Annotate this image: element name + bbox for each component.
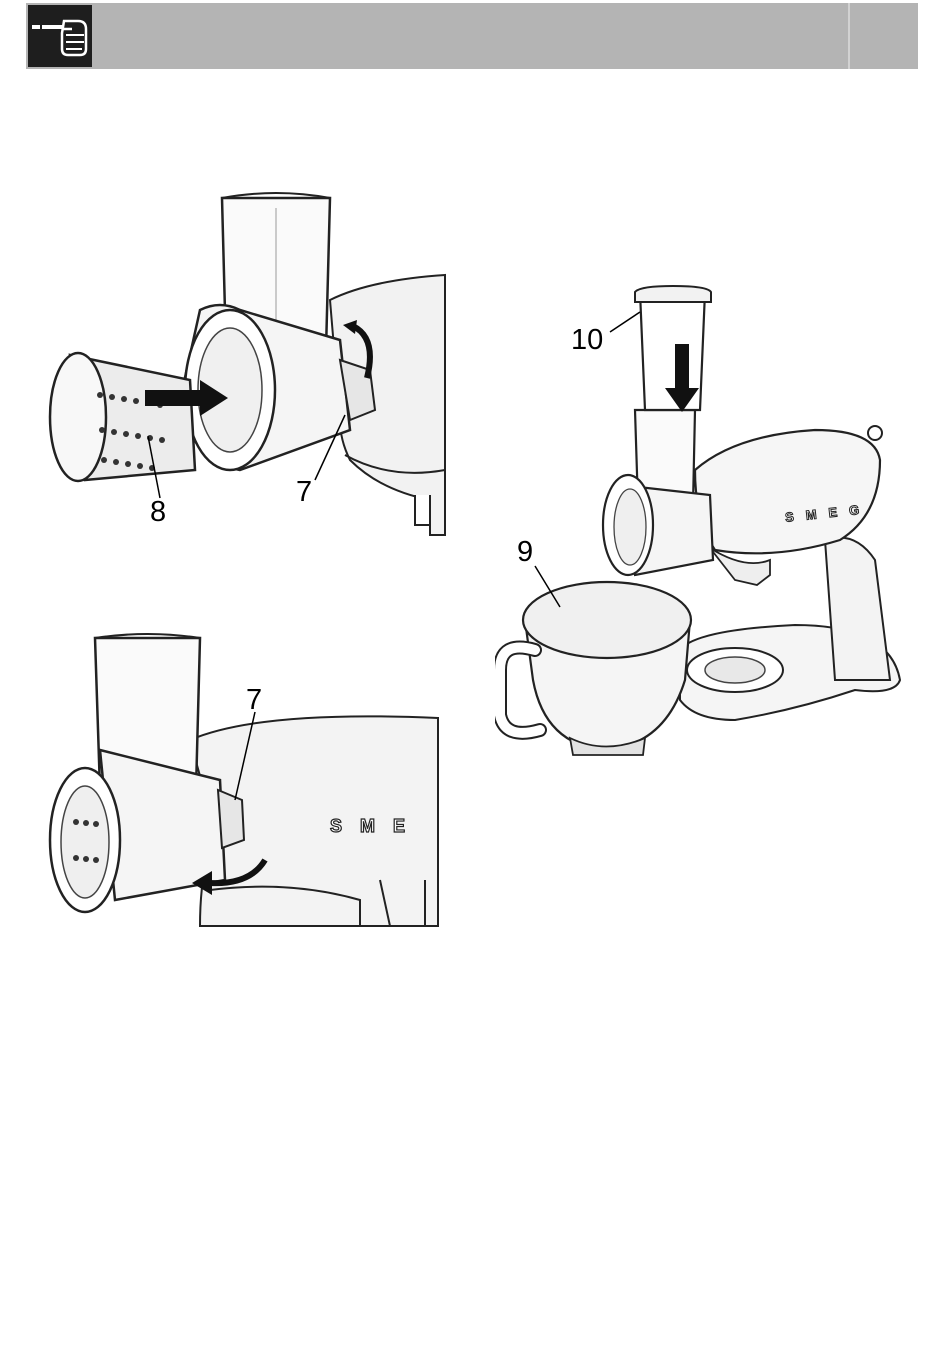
callout-lever: 7 — [296, 478, 312, 507]
rotate-arrow-icon — [335, 320, 380, 385]
figure-lock-attachment: S M E 7 — [30, 630, 440, 930]
figure-insert-blade: 8 7 — [40, 180, 450, 540]
callout-blade: 8 — [150, 498, 166, 527]
header-bar — [26, 3, 918, 69]
brand-letter: S — [330, 816, 342, 837]
callout-lever: 7 — [246, 686, 262, 715]
callout-pusher: 10 — [571, 326, 603, 355]
brand-lettering: S M E — [330, 816, 440, 837]
brand-letter: M — [805, 507, 817, 523]
header-divider — [848, 3, 850, 69]
callout-bowl: 9 — [517, 538, 533, 567]
figure-assembled-mixer: S M E G 10 9 — [495, 280, 915, 770]
pointing-hand-icon — [28, 5, 92, 67]
brand-letter: E — [828, 504, 838, 520]
insert-arrow-icon — [145, 378, 230, 418]
brand-letter: E — [393, 816, 405, 837]
brand-letter: M — [360, 816, 375, 837]
rotate-arrow-icon — [190, 855, 270, 895]
brand-letter: G — [848, 502, 860, 518]
brand-letter: S — [784, 509, 794, 525]
push-down-arrow-icon — [663, 344, 701, 414]
